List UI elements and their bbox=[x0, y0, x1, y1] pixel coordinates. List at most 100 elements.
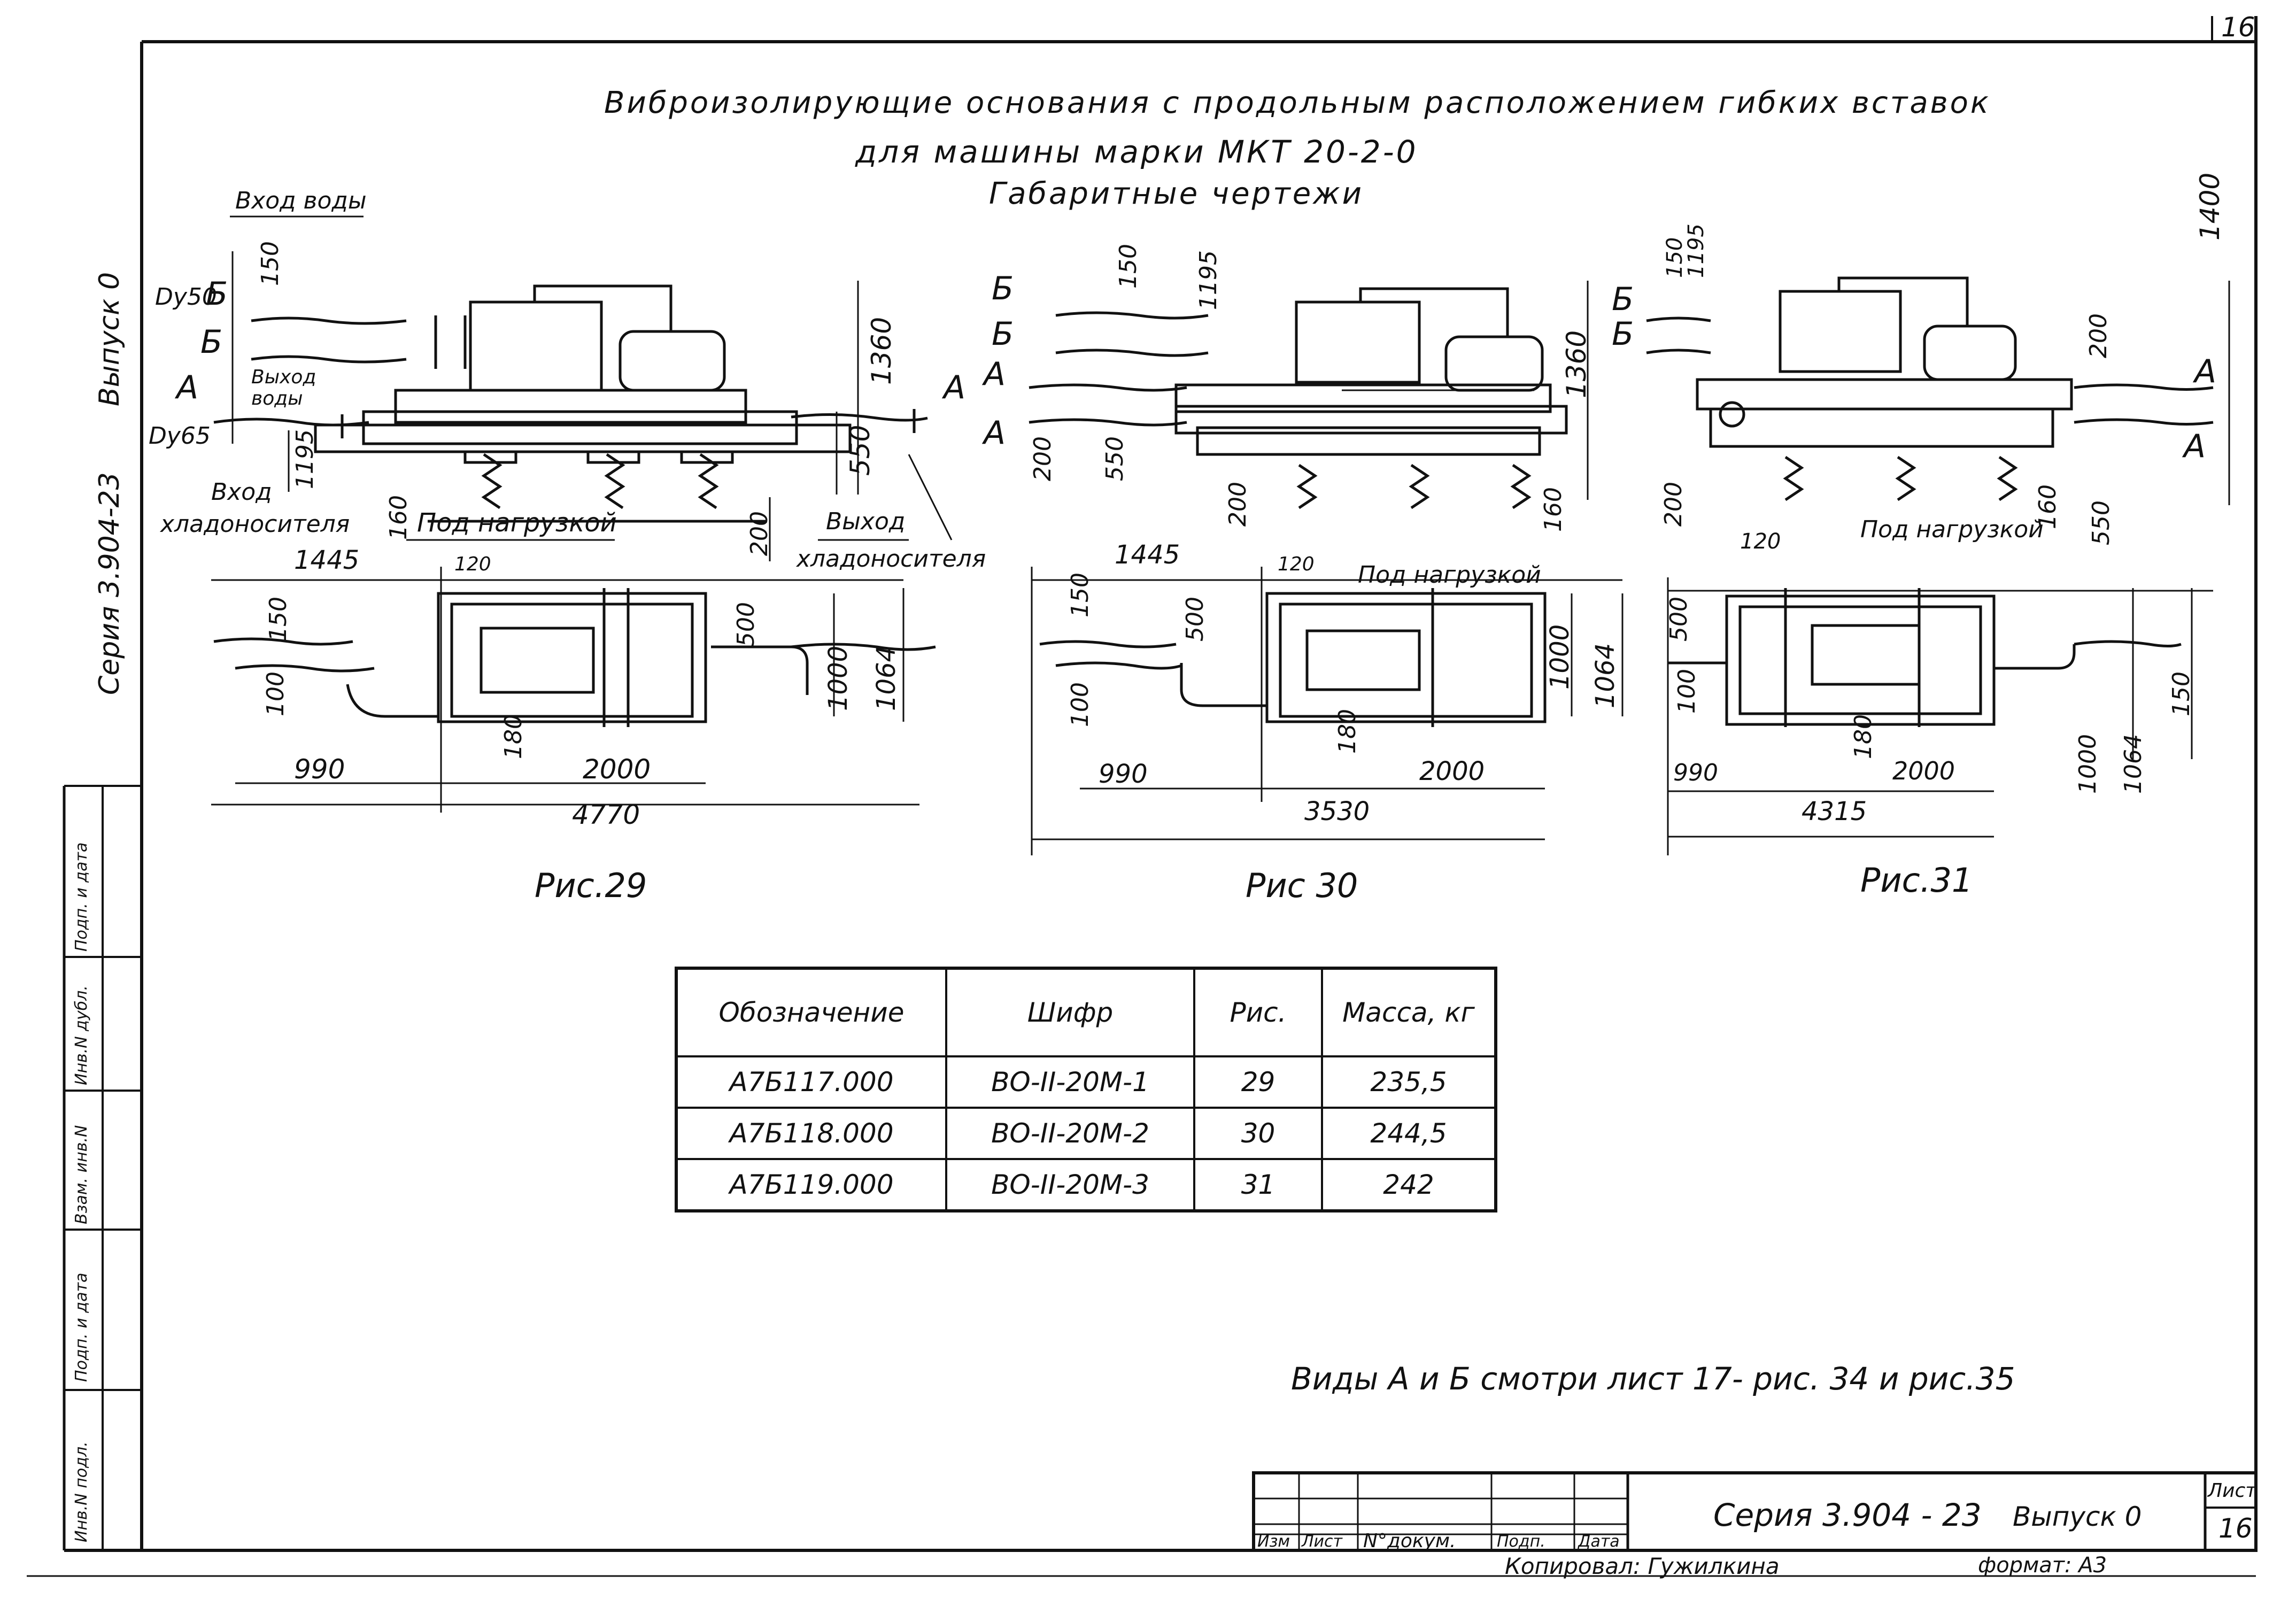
cell-mass: 235,5 bbox=[1321, 1055, 1497, 1109]
col-mass: Масса, кг bbox=[1321, 967, 1497, 1057]
cell-designation: А7Б118.000 bbox=[675, 1107, 947, 1160]
fig30-b-mid: Б bbox=[992, 315, 1014, 353]
fig30-plan-150: 150 bbox=[1066, 573, 1094, 617]
fig31-dim-1195: 1195 bbox=[1684, 223, 1709, 278]
fig30-dim-2000: 2000 bbox=[1419, 756, 1485, 786]
fig29-coolant-in-2: хладоносителя bbox=[160, 511, 350, 538]
figure-29-side-view bbox=[213, 215, 953, 561]
title-line-1: Виброизолирующие основания с продольным … bbox=[604, 86, 1991, 120]
fig31-dim-1064: 1064 bbox=[2120, 734, 2147, 794]
cell-figure: 31 bbox=[1193, 1158, 1323, 1212]
cell-figure: 29 bbox=[1193, 1055, 1323, 1109]
fig29-under-load: Под нагрузкой bbox=[417, 508, 617, 538]
tb-format: формат: А3 bbox=[1978, 1553, 2107, 1578]
cell-designation: А7Б119.000 bbox=[675, 1158, 947, 1212]
fig31-dim-500: 500 bbox=[1665, 597, 1692, 642]
fig30-a-top: А bbox=[984, 356, 1006, 393]
spec-table: Обозначение Шифр Рис. Масса, кг А7Б117.0… bbox=[675, 967, 1497, 1212]
fig30-dim-550: 550 bbox=[1101, 436, 1128, 481]
corner-sheet-number: 16 bbox=[2221, 12, 2255, 43]
figure-29-plan-view bbox=[211, 567, 936, 813]
views-note: Виды А и Б смотри лист 17- рис. 34 и рис… bbox=[1291, 1361, 2015, 1397]
fig29-dim-500: 500 bbox=[732, 602, 760, 647]
tb-seriya: Серия 3.904 - 23 bbox=[1713, 1497, 1982, 1533]
tb-col-list: Лист bbox=[1302, 1532, 1343, 1551]
fig31-b-mid: Б bbox=[1612, 315, 1634, 353]
table-row: А7Б119.000 ВО-II-20М-3 31 242 bbox=[675, 1158, 1497, 1212]
figure-31-plan-view bbox=[1667, 577, 2213, 855]
tb-list-number: 16 bbox=[2218, 1513, 2253, 1544]
stamp-podp-data-1: Подп. и дата bbox=[72, 1272, 91, 1382]
fig29-dim-550: 550 bbox=[845, 424, 876, 476]
fig29-dy50: Dу50 bbox=[155, 283, 217, 311]
fig29-a-left: А bbox=[176, 369, 199, 406]
cell-code: ВО-II-20М-1 bbox=[945, 1055, 1195, 1109]
fig29-dim-1064: 1064 bbox=[871, 645, 901, 711]
fig29-dim-150: 150 bbox=[257, 241, 284, 286]
fig29-dy65: Dу65 bbox=[149, 422, 211, 450]
fig31-dim-200: 200 bbox=[2085, 313, 2112, 358]
fig30-dim-100: 100 bbox=[1066, 682, 1094, 727]
tb-copied: Копировал: Гужилкина bbox=[1505, 1553, 1780, 1579]
fig29-coolant-out-1: Выход bbox=[826, 508, 906, 535]
fig30-dim-500: 500 bbox=[1181, 597, 1209, 642]
cell-figure: 30 bbox=[1193, 1107, 1323, 1160]
fig30-dim-1000: 1000 bbox=[1545, 624, 1575, 690]
fig29-water-out-2: воды bbox=[251, 388, 303, 410]
tb-col-doc: N°докум. bbox=[1363, 1530, 1456, 1552]
fig31-dim-200b: 200 bbox=[1660, 482, 1687, 527]
fig29-water-out-1: Выход bbox=[251, 366, 316, 388]
fig30-dim-1064: 1064 bbox=[1590, 643, 1620, 708]
fig31-a-bottom: А bbox=[2184, 428, 2206, 465]
tb-col-podp: Подп. bbox=[1497, 1532, 1545, 1551]
tb-col-izm: Изм bbox=[1257, 1532, 1290, 1551]
fig30-under-load: Под нагрузкой bbox=[1358, 561, 1541, 589]
fig30-a-bottom: А bbox=[984, 414, 1006, 452]
fig29-dim-990: 990 bbox=[294, 754, 345, 785]
fig31-dim-990: 990 bbox=[1673, 759, 1718, 786]
figure-30-side-view bbox=[1029, 281, 1589, 509]
title-line-3: Габаритные чертежи bbox=[989, 176, 1364, 211]
side-vypusk: Выпуск 0 bbox=[94, 272, 126, 406]
tb-list-label: Лист bbox=[2208, 1480, 2257, 1502]
fig29-caption: Рис.29 bbox=[535, 866, 647, 905]
fig29-coolant-in-1: Вход bbox=[211, 478, 272, 506]
fig30-caption: Рис 30 bbox=[1246, 866, 1358, 905]
fig29-water-in: Вход воды bbox=[235, 187, 367, 214]
fig30-dim-160: 160 bbox=[1540, 487, 1567, 532]
spec-table-header: Обозначение Шифр Рис. Масса, кг bbox=[675, 967, 1497, 1057]
fig31-dim-100: 100 bbox=[1673, 669, 1700, 714]
col-designation: Обозначение bbox=[675, 967, 947, 1057]
fig29-coolant-out-2: хладоносителя bbox=[797, 545, 986, 573]
fig30-dim-150: 150 bbox=[1115, 244, 1142, 289]
fig30-dim-200b: 200 bbox=[1224, 482, 1251, 527]
fig31-plan-150: 150 bbox=[2168, 671, 2195, 716]
fig31-dim-1400: 1400 bbox=[2194, 172, 2225, 241]
fig31-caption: Рис.31 bbox=[1860, 861, 1973, 900]
stamp-vzam-inv: Взам. инв.N bbox=[72, 1125, 91, 1224]
fig31-dim-4315: 4315 bbox=[1802, 797, 1867, 827]
cell-mass: 242 bbox=[1321, 1158, 1497, 1212]
cell-code: ВО-II-20М-2 bbox=[945, 1107, 1195, 1160]
fig31-dim-2000: 2000 bbox=[1892, 756, 1955, 785]
col-figure: Рис. bbox=[1193, 967, 1323, 1057]
title-block-frame bbox=[1252, 1471, 2258, 1552]
tb-vypusk: Выпуск 0 bbox=[2013, 1501, 2142, 1532]
stamp-inv-dubl: Инв.N дубл. bbox=[72, 985, 91, 1085]
fig29-dim-4770: 4770 bbox=[572, 799, 640, 830]
fig29-plan-150: 150 bbox=[265, 597, 292, 642]
fig30-dim-120: 120 bbox=[1278, 553, 1315, 575]
table-row: А7Б117.000 ВО-II-20М-1 29 235,5 bbox=[675, 1055, 1497, 1109]
fig31-dim-1000: 1000 bbox=[2074, 734, 2101, 794]
fig31-a-top: А bbox=[2194, 353, 2217, 390]
fig30-b-top: Б bbox=[992, 270, 1014, 307]
fig31-under-load: Под нагрузкой bbox=[1860, 516, 2044, 543]
fig31-dim-180: 180 bbox=[1850, 714, 1877, 759]
cell-code: ВО-II-20М-3 bbox=[945, 1158, 1195, 1212]
fig29-dim-1195: 1195 bbox=[291, 429, 319, 489]
fig29-dim-1445: 1445 bbox=[294, 545, 360, 575]
stamp-inv-podl: Инв.N подл. bbox=[72, 1441, 91, 1542]
fig29-dim-160: 160 bbox=[385, 495, 412, 540]
table-row: А7Б118.000 ВО-II-20М-2 30 244,5 bbox=[675, 1107, 1497, 1160]
